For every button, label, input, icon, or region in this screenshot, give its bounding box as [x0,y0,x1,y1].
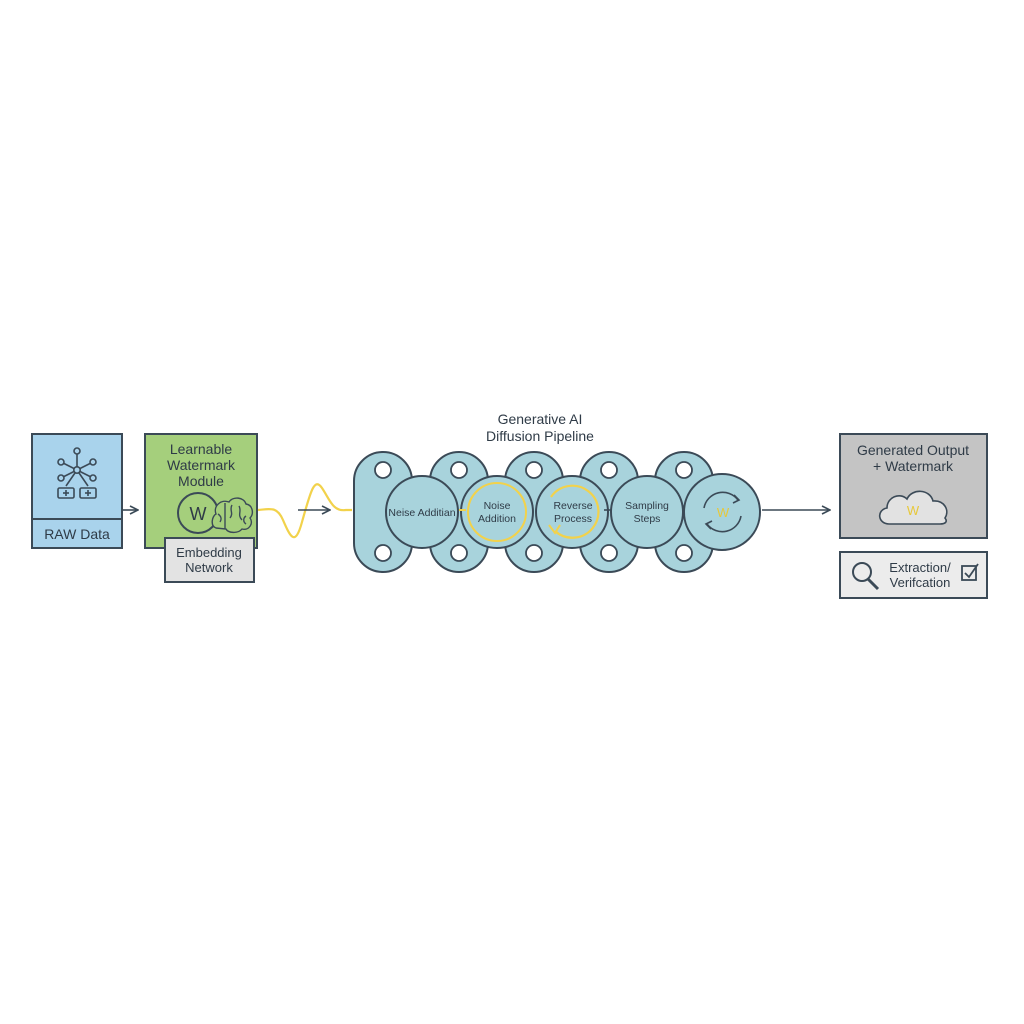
cloud-watermark-letter: W [907,503,920,518]
stage-4-label-line-2: Steps [634,513,661,525]
stage-4-circle [610,475,684,549]
embedding-network-line-2: Network [185,560,233,575]
brain-icon [211,497,254,534]
network-nodes-icon [57,447,97,487]
stage-2-label-line-2: Addition [478,513,516,525]
output-title-line-1: Generated Output [857,442,969,458]
verification-line-2: Verifcation [890,575,951,590]
diffusion-pipeline: Neise Additian Noise Addition Reverse Pr… [353,451,761,573]
cycle-arrows-icon [703,491,742,533]
stage-2-accent-ring [467,482,527,542]
checkbox-check-icon [961,563,979,581]
verification-line-1: Extraction/ [889,560,951,575]
embedding-network-line-1: Embedding [176,545,242,560]
stage-5-circle [683,473,761,551]
output-title-line-2: + Watermark [873,458,954,474]
magnifier-icon [852,562,880,591]
cloud-icon [878,490,948,525]
stage-2-circle [460,475,534,549]
stage-1-label: Neise Additian [388,507,455,519]
stage-4-label-line-1: Sampling [625,500,669,512]
watermark-module-block: Learnable Watermark Module W Embedding N… [144,433,258,583]
watermark-module-title-line-1: Learnable [170,441,232,457]
watermark-signal-wave [257,483,352,539]
watermark-module-title-line-3: Module [178,473,224,489]
pipeline-title-line-1: Generative AI [498,411,583,427]
watermark-module-title-line-2: Watermark [167,457,236,473]
pipeline-title-line-2: Diffusion Pipeline [486,428,594,444]
stage-3-label-line-2: Process [554,513,592,525]
stage-5-watermark-letter: W [717,505,730,520]
raw-data-block: RAW Data [31,433,123,549]
stage-2-label-line-1: Noise [484,500,511,512]
raw-data-label: RAW Data [44,526,110,542]
data-blocks-icon [57,487,97,499]
stage-3-label-line-1: Reverse [553,500,592,512]
stage-3-reverse-arrow-icon [550,484,600,539]
pipeline-connector-rings [374,461,693,562]
output-block: Generated Output + Watermark W Extractio… [839,433,988,599]
stage-1-circle [385,475,459,549]
embedding-network-box [164,537,255,583]
watermark-badge-letter: W [190,504,207,524]
